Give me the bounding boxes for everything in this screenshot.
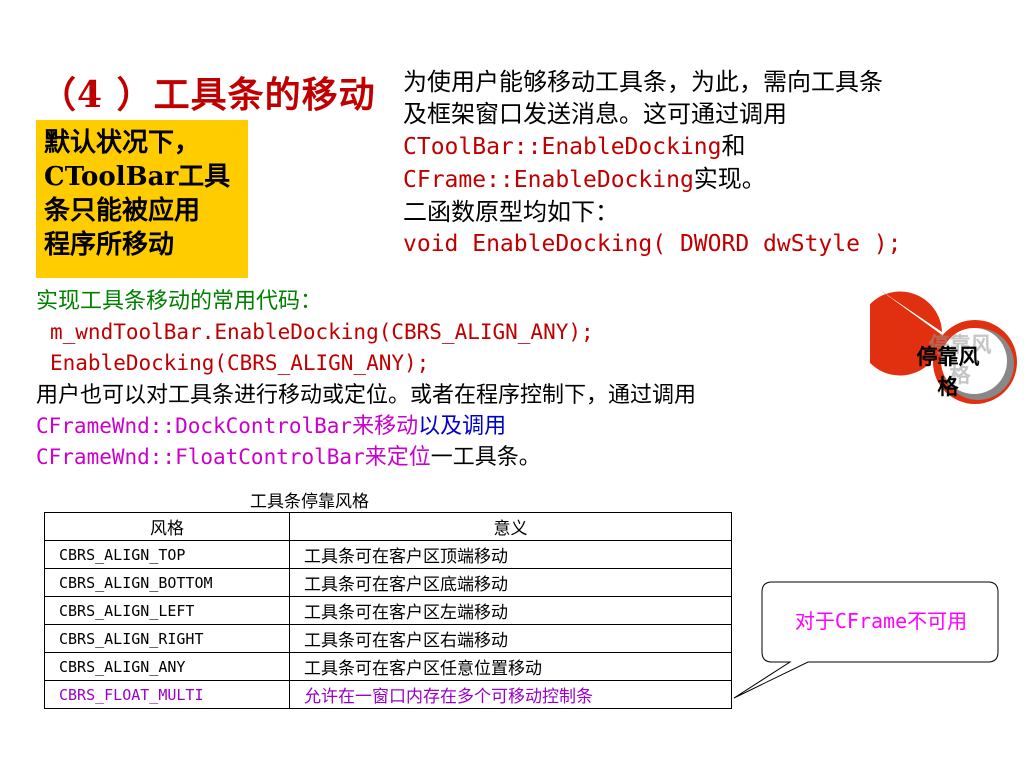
meaning-cell: 工具条可在客户区右端移动 xyxy=(289,624,732,653)
intro-line: CToolBar::EnableDocking和 xyxy=(403,130,1003,163)
note-line: 默认状况下， xyxy=(44,128,201,158)
intro-line: 及框架窗口发送消息。这可通过调用 xyxy=(403,100,787,128)
api-name: CFrameWnd::FloatControlBar xyxy=(36,445,365,469)
move-line: CFrameWnd::FloatControlBar来定位一工具条。 xyxy=(36,442,916,473)
intro-line: CFrame::EnableDocking实现。 xyxy=(403,163,1003,196)
column-header-meaning: 意义 xyxy=(289,512,732,541)
code-line: m_wndToolBar.EnableDocking(CBRS_ALIGN_AN… xyxy=(50,320,594,344)
and-text: 和 xyxy=(721,132,746,160)
callout-text: 对于CFrame不可用 xyxy=(794,609,968,633)
table-row: CBRS_ALIGN_RIGHT 工具条可在客户区右端移动 xyxy=(44,624,732,653)
intro-paragraph: 为使用户能够移动工具条，为此，需向工具条 及框架窗口发送消息。这可通过调用 CT… xyxy=(403,66,1003,260)
table-row: CBRS_ALIGN_TOP 工具条可在客户区顶端移动 xyxy=(44,540,732,569)
intro-line: 为使用户能够移动工具条，为此，需向工具条 xyxy=(403,68,883,96)
table-title: 工具条停靠风格 xyxy=(250,492,369,512)
and-call-text: 以及调用 xyxy=(418,414,507,439)
move-text: 来移动 xyxy=(352,414,419,439)
style-cell: CBRS_ALIGN_BOTTOM xyxy=(44,568,290,597)
style-cell: CBRS_ALIGN_LEFT xyxy=(44,596,290,625)
dock-style-bubble xyxy=(870,290,1017,404)
table-row: CBRS_ALIGN_LEFT 工具条可在客户区左端移动 xyxy=(44,596,732,625)
bubble-inner xyxy=(941,328,1007,394)
dock-style-ghost-text: 停靠风格 xyxy=(928,332,992,387)
meaning-cell: 工具条可在客户区底端移动 xyxy=(289,568,732,597)
api-name: CToolBar::EnableDocking xyxy=(403,134,722,160)
prototype-line: void EnableDocking( DWORD dwStyle ); xyxy=(403,231,902,257)
table-row: CBRS_ALIGN_BOTTOM 工具条可在客户区底端移动 xyxy=(44,568,732,597)
code-section: 实现工具条移动的常用代码： m_wndToolBar.EnableDocking… xyxy=(36,286,916,379)
default-state-note: 默认状况下， CToolBar工具 条只能被应用 程序所移动 xyxy=(36,120,248,278)
intro-line: 二函数原型均如下： xyxy=(403,198,619,226)
style-cell: CBRS_FLOAT_MULTI xyxy=(44,680,290,709)
meaning-cell: 工具条可在客户区左端移动 xyxy=(289,596,732,625)
code-heading: 实现工具条移动的常用代码： xyxy=(36,289,323,314)
position-text: 来定位 xyxy=(364,445,431,470)
meaning-cell: 工具条可在客户区任意位置移动 xyxy=(289,652,732,681)
meaning-cell: 工具条可在客户区顶端移动 xyxy=(289,540,732,569)
table-row: CBRS_ALIGN_ANY 工具条可在客户区任意位置移动 xyxy=(44,652,732,681)
meaning-cell: 允许在一窗口内存在多个可移动控制条 xyxy=(289,680,732,709)
callout-shape xyxy=(733,581,999,699)
style-cell: CBRS_ALIGN_RIGHT xyxy=(44,624,290,653)
table-row: CBRS_FLOAT_MULTI 允许在一窗口内存在多个可移动控制条 xyxy=(44,680,732,709)
dock-style-table: 风格 意义 CBRS_ALIGN_TOP 工具条可在客户区顶端移动 CBRS_A… xyxy=(44,512,732,709)
note-line: CToolBar工具 xyxy=(44,162,231,192)
api-name: CFrame::EnableDocking xyxy=(403,167,694,193)
move-section: 用户也可以对工具条进行移动或定位。或者在程序控制下，通过调用 CFrameWnd… xyxy=(36,380,916,473)
code-line: EnableDocking(CBRS_ALIGN_ANY); xyxy=(50,351,430,375)
callout-bubble xyxy=(733,581,999,699)
move-line: 用户也可以对工具条进行移动或定位。或者在程序控制下，通过调用 xyxy=(36,383,697,408)
table-header-row: 风格 意义 xyxy=(44,512,732,541)
suffix-text: 一工具条。 xyxy=(430,445,541,470)
column-header-style: 风格 xyxy=(44,512,290,541)
realize-text: 实现。 xyxy=(693,165,766,193)
move-line: CFrameWnd::DockControlBar来移动以及调用 xyxy=(36,411,916,442)
note-line: 条只能被应用 xyxy=(44,196,201,226)
bubble-pointer-shape xyxy=(870,290,942,376)
note-line: 程序所移动 xyxy=(44,230,175,260)
api-name: CFrameWnd::DockControlBar xyxy=(36,414,353,438)
style-cell: CBRS_ALIGN_TOP xyxy=(44,540,290,569)
slide-title: （4 ）工具条的移动 xyxy=(40,74,376,116)
style-cell: CBRS_ALIGN_ANY xyxy=(44,652,290,681)
dock-style-text: 停靠风格 xyxy=(916,344,980,399)
